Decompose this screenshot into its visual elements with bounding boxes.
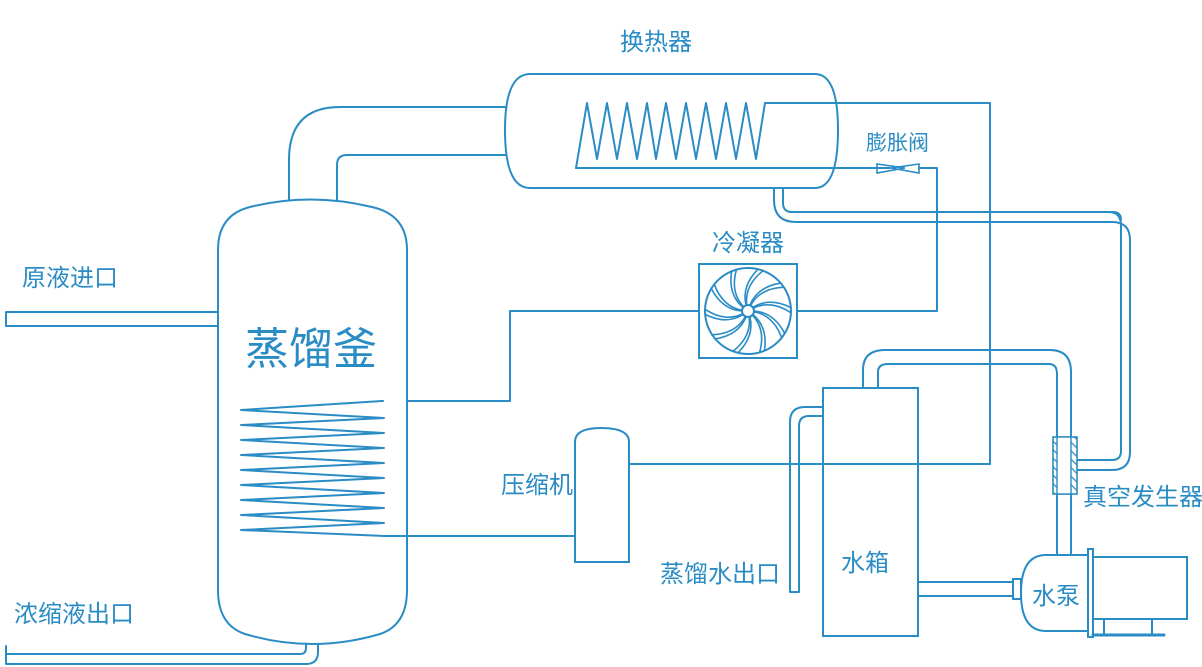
fan-blade <box>732 316 751 352</box>
refrigerant-return-line <box>628 102 991 465</box>
heat-exchanger <box>503 73 987 189</box>
water-pump <box>1019 548 1188 638</box>
concentrate-outlet-label: 浓缩液出口 <box>14 600 134 628</box>
water-tank <box>822 387 919 637</box>
fan-blade <box>751 314 763 353</box>
still-label: 蒸馏釜 <box>245 324 377 375</box>
heat-exchanger-coil <box>575 102 987 169</box>
distilled-water-outlet-label: 蒸馏水出口 <box>660 560 780 588</box>
condenser <box>698 263 798 359</box>
expansion-valve-label: 膨胀阀 <box>866 131 929 155</box>
fan-blade <box>730 271 744 309</box>
distilled-water-outlet-pipe <box>789 406 824 593</box>
tank-to-vacuum-pipe <box>862 349 1072 556</box>
condenser-to-coil-line <box>382 310 700 402</box>
fan-blade <box>704 313 744 321</box>
feed-inlet-pipe <box>5 311 219 327</box>
expansion-valve <box>796 163 938 312</box>
vacuum-generator <box>1052 436 1078 495</box>
concentrate-outlet-pipe <box>5 644 319 665</box>
heat-exchanger-drain-pipe <box>773 187 1131 471</box>
compressor <box>574 426 630 563</box>
fan-blade <box>753 310 783 338</box>
fan-icon <box>704 267 792 355</box>
fan-blade <box>715 316 747 340</box>
fan-blade <box>733 269 745 308</box>
vapor-pipe <box>288 106 727 205</box>
fan-blade <box>710 288 743 312</box>
vacuum-generator-label: 真空发生器 <box>1083 483 1202 511</box>
heat-exchanger-label: 换热器 <box>620 28 692 56</box>
fan-blade <box>737 316 752 354</box>
water-tank-label: 水箱 <box>841 549 889 577</box>
water-pump-label: 水泵 <box>1032 582 1080 610</box>
condenser-label: 冷凝器 <box>712 229 784 257</box>
tank-to-pump-pipe <box>917 578 1022 600</box>
fan-blade <box>753 310 786 334</box>
fan-blade <box>713 284 743 312</box>
fan-blade <box>752 313 766 351</box>
still <box>217 198 575 645</box>
fan-blade <box>712 316 747 336</box>
fan-blade <box>744 268 759 306</box>
compressor-label: 压缩机 <box>501 471 573 499</box>
fan-blade <box>745 270 764 306</box>
fan-blade <box>749 282 781 306</box>
fan-blade <box>752 303 792 314</box>
feed-inlet-label: 原液进口 <box>22 264 118 292</box>
fan-blade <box>749 286 784 306</box>
still-coil <box>240 400 575 537</box>
fan-blade <box>752 301 792 309</box>
fan-blade <box>704 308 744 319</box>
